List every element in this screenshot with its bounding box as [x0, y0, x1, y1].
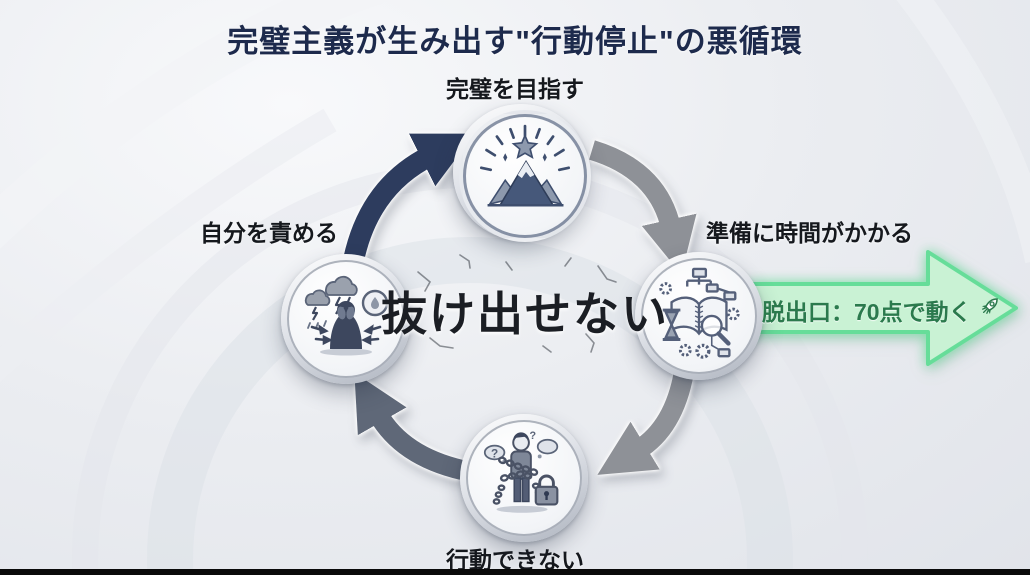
- node-label-slow-preparation: 準備に時間がかかる: [706, 220, 913, 246]
- exit-label: 脱出口：70点で動く: [762, 293, 998, 327]
- center-text: 抜け出せない: [381, 288, 669, 340]
- arrow-preparation-to-cannotact: [597, 370, 694, 475]
- node-self-blame: [281, 254, 411, 384]
- chained-person-icon: ? ?: [475, 427, 573, 530]
- arrow-selfblame-to-perfection: [341, 133, 475, 270]
- node-aim-perfection: [453, 104, 591, 242]
- despair-person-icon: [296, 267, 396, 372]
- svg-text:?: ?: [530, 429, 537, 441]
- arrow-cannotact-to-selfblame: [354, 372, 465, 480]
- node-cannot-act: ? ?: [460, 414, 588, 542]
- arrow-perfection-to-preparation: [588, 140, 697, 275]
- rocket-icon: [976, 294, 1002, 326]
- node-label-self-blame: 自分を責める: [200, 220, 338, 246]
- node-label-aim-perfection: 完璧を目指す: [446, 76, 584, 102]
- exit-label-text: 脱出口：70点で動く: [762, 299, 972, 325]
- svg-text:?: ?: [491, 447, 498, 460]
- research-prep-icon: [650, 265, 748, 368]
- bottom-letterbox-bar: [0, 569, 1030, 575]
- node-slow-preparation: [635, 252, 763, 380]
- mountain-star-icon: [473, 122, 577, 231]
- page-title: 完璧主義が生み出す"行動停止"の悪循環: [227, 24, 803, 59]
- node-label-cannot-act: 行動できない: [446, 547, 584, 573]
